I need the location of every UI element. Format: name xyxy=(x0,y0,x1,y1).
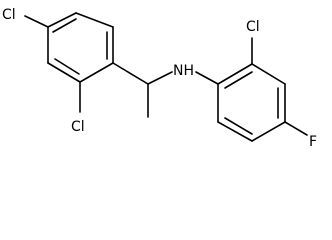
left-ring-double-bond xyxy=(52,18,77,33)
atom-label-nh: NH xyxy=(173,63,194,79)
bond-to-cl-para xyxy=(24,15,49,28)
right-ring-bond xyxy=(217,63,253,85)
left-ring-bond xyxy=(47,62,81,83)
atom-label-cl-left-para: Cl xyxy=(2,7,16,23)
right-ring-bond xyxy=(217,121,253,142)
left-ring xyxy=(47,12,114,83)
left-ring-bond xyxy=(47,12,77,28)
bond-nh-to-ring xyxy=(195,71,219,85)
left-ring-bond xyxy=(75,12,114,28)
right-ring xyxy=(217,63,286,142)
bond-ch-to-nh xyxy=(147,71,173,85)
atom-label-cl-right-ortho: Cl xyxy=(246,19,260,35)
bond-to-f xyxy=(284,121,308,136)
atom-label-cl-left-ortho: Cl xyxy=(71,119,85,135)
left-ring-double-bond xyxy=(54,58,80,75)
right-ring-double-bond xyxy=(224,71,253,89)
atom-label-f: F xyxy=(309,134,317,150)
structure-diagram: Cl Cl NH Cl F xyxy=(2,7,317,150)
right-ring-bond xyxy=(251,121,286,142)
right-ring-bond xyxy=(251,63,286,85)
bond-ring-to-ch xyxy=(112,62,149,85)
left-ring-bond xyxy=(79,62,114,83)
right-ring-double-bond xyxy=(224,117,253,135)
